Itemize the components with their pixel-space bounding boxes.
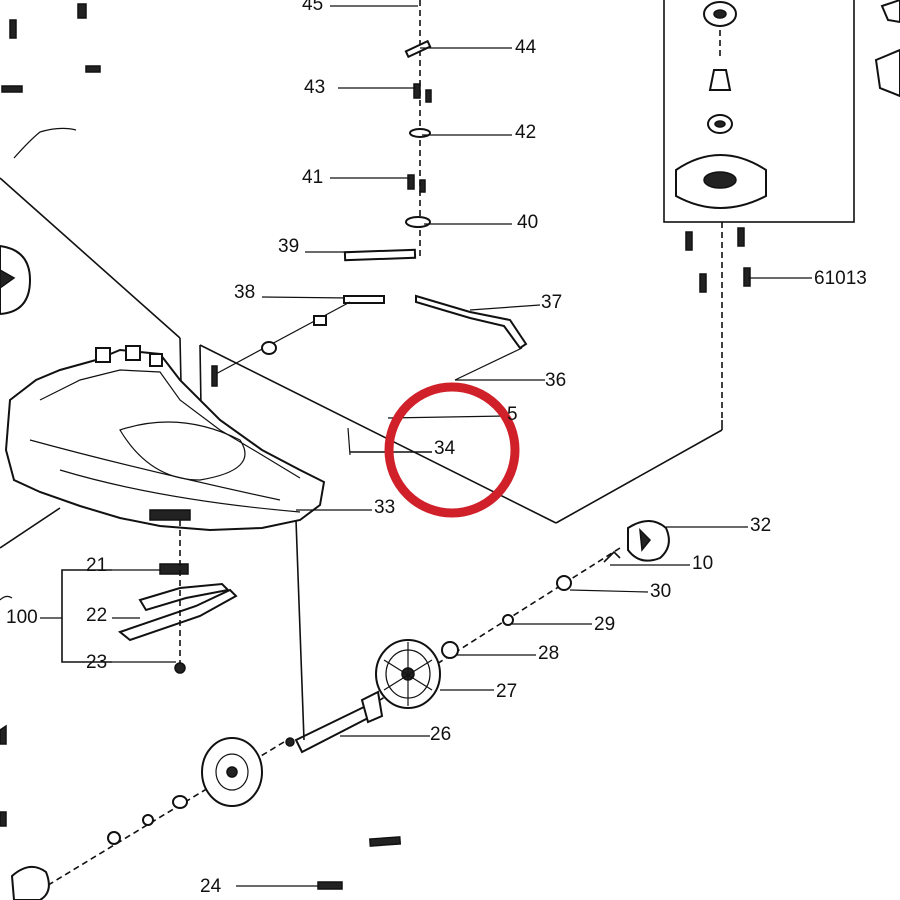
- part-labels: 45 44 43 42 41 40 39 38 37 36 5 34 33 32…: [6, 0, 867, 897]
- blade-assembly: [40, 520, 238, 674]
- motor-assembly-box: [555, 0, 855, 524]
- label-24: 24: [200, 876, 222, 897]
- corner-parts: [874, 0, 900, 98]
- wheel-27: [375, 639, 494, 709]
- label-36: 36: [545, 370, 566, 391]
- label-42: 42: [515, 122, 536, 143]
- rear-axle-parts: [379, 520, 748, 701]
- label-61013: 61013: [814, 268, 867, 289]
- label-28: 28: [538, 643, 559, 664]
- part-24: [236, 836, 402, 890]
- label-35: 5: [507, 404, 518, 425]
- label-26: 26: [430, 724, 451, 745]
- label-44: 44: [515, 37, 537, 58]
- label-39: 39: [278, 236, 299, 257]
- label-21: 21: [86, 555, 107, 576]
- part-34-pin: [347, 415, 507, 456]
- highlight-circle: [384, 382, 520, 518]
- label-43: 43: [304, 77, 325, 98]
- label-23: 23: [86, 652, 107, 673]
- label-32: 32: [750, 515, 771, 536]
- label-33: 33: [374, 497, 395, 518]
- label-34: 34: [434, 438, 456, 459]
- part-38-cable-end: [343, 295, 385, 304]
- label-38: 38: [234, 282, 255, 303]
- mower-deck: [4, 345, 372, 532]
- label-41: 41: [302, 167, 323, 188]
- part-26-bracket: [285, 519, 430, 754]
- shaft-leaders: [261, 5, 512, 299]
- handle-shaft-assembly: [343, 0, 432, 262]
- left-side-parts: [0, 3, 101, 827]
- label-37: 37: [541, 292, 562, 313]
- label-30: 30: [650, 581, 671, 602]
- label-10: 10: [692, 553, 713, 574]
- label-29: 29: [594, 614, 615, 635]
- label-22: 22: [86, 605, 107, 626]
- bolt-chain-upper: [211, 301, 351, 387]
- label-45: 45: [302, 0, 323, 15]
- front-axle: [10, 737, 285, 900]
- label-27: 27: [496, 681, 517, 702]
- label-100: 100: [6, 607, 38, 628]
- part-37-rod: [415, 294, 545, 381]
- label-40: 40: [517, 212, 538, 233]
